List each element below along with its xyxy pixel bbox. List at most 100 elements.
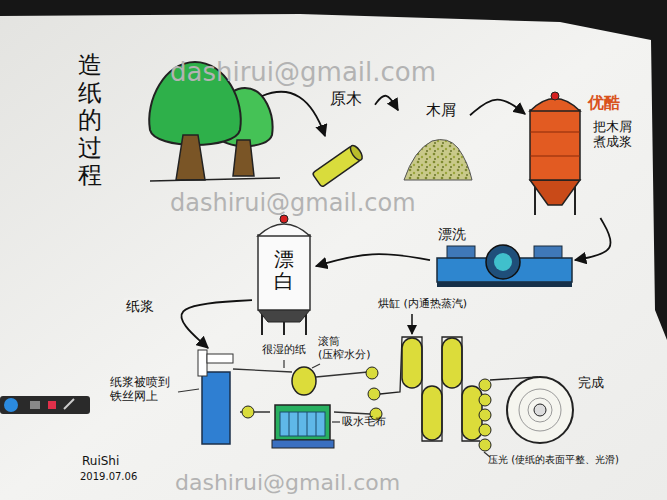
calender-drawing xyxy=(479,379,491,391)
calender-drawing xyxy=(479,394,491,406)
video-logo: 优酷 xyxy=(588,94,620,112)
washer-drawing xyxy=(437,282,572,287)
date-note: 2019.07.06 xyxy=(80,471,137,483)
digester-drawing xyxy=(530,180,580,205)
headbox-drawing xyxy=(198,350,207,376)
press-section-drawing xyxy=(292,367,316,395)
dryer-section-drawing xyxy=(402,338,422,388)
paper-roll-drawing xyxy=(528,398,552,422)
washer-drawing xyxy=(437,245,572,287)
washer-drawing xyxy=(494,253,512,271)
headbox-drawing xyxy=(202,372,230,444)
node-label: 漂白 xyxy=(274,248,294,292)
node-label: 纸浆被喷到铁丝网上 xyxy=(110,376,172,404)
press-section-drawing xyxy=(242,406,254,418)
part-label: 很湿的纸 xyxy=(262,344,306,357)
watermark: dashirui@gmail.com xyxy=(170,58,436,88)
bleach-tank-drawing xyxy=(258,215,310,335)
trees-drawing xyxy=(150,178,280,181)
washer-drawing xyxy=(486,245,520,279)
washer-node: 漂洗 xyxy=(430,226,575,288)
calender-drawing xyxy=(479,409,491,421)
headbox-drawing xyxy=(207,354,233,363)
paper-roll-drawing xyxy=(490,377,573,443)
flow-arrow xyxy=(316,254,430,266)
press-section-drawing xyxy=(280,412,325,436)
press-section-drawing xyxy=(275,405,330,440)
paper-roll-drawing xyxy=(534,404,546,416)
part-label: 吸水毛布 xyxy=(342,416,386,429)
trees-drawing xyxy=(176,135,205,180)
video-toolbar xyxy=(48,401,56,409)
wood-chips-node: 木屑 xyxy=(398,100,470,185)
digester-drawing xyxy=(530,110,580,180)
dryer-section-drawing xyxy=(411,314,413,334)
arrow-line xyxy=(262,92,325,136)
headbox-node: 纸浆被喷到铁丝网上 xyxy=(100,348,235,448)
signature: RuiShi xyxy=(82,455,119,469)
washer-drawing xyxy=(534,246,562,259)
wood-chips-drawing xyxy=(404,140,472,180)
dryer-section-drawing xyxy=(422,386,442,440)
flow-arrow xyxy=(470,100,525,116)
log-drawing xyxy=(312,144,364,188)
edge-label: 纸浆 xyxy=(124,298,156,314)
bleach-tank-node: 漂白 xyxy=(252,212,316,338)
flow-arrow xyxy=(181,300,252,348)
video-toolbar xyxy=(4,398,18,412)
press-section-drawing xyxy=(366,367,378,379)
digester-node: 把木屑煮成浆 xyxy=(525,88,641,218)
calender-drawing xyxy=(479,439,491,451)
press-section-drawing xyxy=(233,369,292,372)
dryer-section-drawing xyxy=(442,338,462,388)
digester-drawing xyxy=(530,92,580,215)
video-toolbar xyxy=(0,396,90,414)
press-section-drawing xyxy=(272,440,334,448)
part-label: 压光 (使纸的表面平整、光滑) xyxy=(488,454,619,466)
part-label: 烘缸 (内通热蒸汽) xyxy=(378,298,467,311)
press-section-drawing xyxy=(289,412,316,436)
video-toolbar xyxy=(30,401,40,409)
press-section-drawing xyxy=(283,360,284,368)
video-toolbar xyxy=(64,399,74,409)
digester-drawing xyxy=(530,156,580,157)
bleach-tank-drawing xyxy=(258,310,310,322)
node-label: 原木 xyxy=(330,90,362,108)
log-node: 原木 xyxy=(300,88,375,193)
calender-drawing xyxy=(479,379,491,457)
press-section-drawing xyxy=(233,360,382,448)
press-section-drawing xyxy=(332,421,340,422)
paper-roll-drawing xyxy=(507,377,573,443)
flow-arrow xyxy=(375,96,398,110)
flow-arrow xyxy=(575,218,611,260)
part-label: 滚筒 (压榨水分) xyxy=(318,336,378,361)
monitor-bezel xyxy=(0,0,667,340)
headbox-drawing xyxy=(178,350,233,444)
diagram-title: 造纸的过程 xyxy=(78,52,102,190)
dryer-section-drawing xyxy=(380,337,480,441)
node-label: 漂洗 xyxy=(438,226,466,242)
press-section-drawing xyxy=(312,364,320,368)
paper-roll-drawing xyxy=(519,389,561,431)
calender-drawing xyxy=(479,424,491,436)
digester-drawing xyxy=(551,92,559,100)
dryer-section-drawing xyxy=(380,314,482,441)
connector-group xyxy=(181,96,610,348)
washer-drawing xyxy=(447,246,475,259)
node-label: 把木屑煮成浆 xyxy=(593,120,637,150)
headbox-drawing xyxy=(178,389,199,392)
press-section-drawing xyxy=(368,388,380,400)
bleach-tank-drawing xyxy=(258,235,310,310)
node-label: 木屑 xyxy=(426,102,456,119)
watermark: dashirui@gmail.com xyxy=(170,190,416,218)
trees-drawing xyxy=(233,140,254,176)
watermark: dashirui@gmail.com xyxy=(175,470,400,495)
bleach-tank-drawing xyxy=(258,224,310,236)
video-toolbar xyxy=(0,396,90,414)
stage-label: 完成 xyxy=(578,376,604,391)
log-drawing xyxy=(348,144,364,163)
press-section-drawing xyxy=(316,372,368,377)
